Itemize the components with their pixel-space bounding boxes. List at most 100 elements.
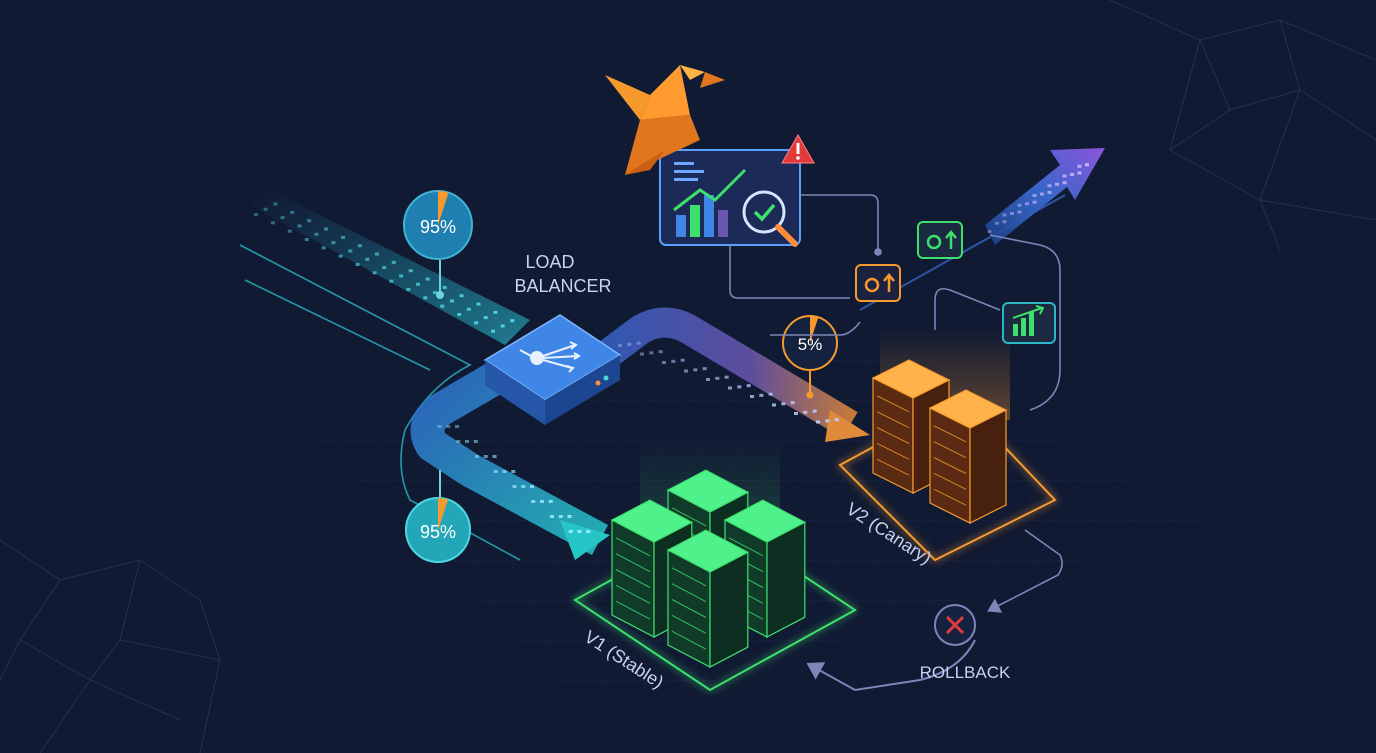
traffic-dot [493, 310, 498, 314]
traffic-dot [540, 500, 544, 503]
traffic-dot [1070, 173, 1074, 176]
traffic-dot [446, 425, 451, 428]
traffic-dot [794, 412, 798, 415]
traffic-dot [511, 470, 516, 473]
traffic-dot [530, 485, 534, 488]
traffic-dot [1017, 210, 1022, 214]
cancel-x-icon [934, 604, 976, 646]
traffic-dot [636, 341, 641, 345]
traffic-dot [680, 358, 685, 362]
traffic-dot [737, 385, 742, 389]
traffic-dot [365, 257, 370, 261]
traffic-dot [715, 376, 720, 380]
traffic-dot [577, 530, 582, 533]
traffic-dot [816, 420, 820, 424]
traffic-dot [750, 395, 754, 398]
traffic-dot [803, 410, 808, 414]
origami-bird-icon [605, 65, 725, 175]
canary-percent-label: 5% [798, 335, 823, 354]
traffic-dot [270, 221, 275, 225]
traffic-dot [1062, 174, 1067, 178]
traffic-dot [568, 530, 573, 533]
traffic-dot [640, 352, 644, 356]
v2-server-rack [871, 359, 951, 494]
corner-network-top-right [1109, 0, 1376, 251]
traffic-dot [1040, 192, 1044, 196]
traffic-dot [772, 403, 776, 407]
traffic-dot [1077, 171, 1082, 175]
load-balancer [483, 314, 622, 425]
traffic-dot [1047, 184, 1052, 188]
traffic-dot [314, 232, 319, 236]
traffic-dot [437, 425, 442, 428]
traffic-dot [357, 244, 362, 248]
traffic-dot [297, 224, 302, 228]
monitoring-connectors [729, 194, 882, 336]
traffic-dot [1085, 163, 1089, 167]
traffic-dot [759, 393, 764, 397]
canary-monitor-loops [934, 234, 1063, 613]
traffic-dot [1017, 203, 1022, 207]
load-balancer-label-line1: LOAD [525, 252, 574, 272]
v1-stable-cluster [573, 440, 857, 692]
traffic-dot [459, 294, 464, 298]
traffic-dot [1055, 182, 1059, 186]
traffic-dot [567, 515, 572, 518]
corner-network-bottom-left [0, 539, 221, 753]
traffic-dot [456, 440, 461, 443]
traffic-dot [618, 344, 622, 347]
traffic-dot [1002, 213, 1007, 217]
traffic-dot [273, 202, 278, 206]
traffic-dot [558, 515, 563, 518]
traffic-dot [391, 260, 396, 264]
traffic-dot [825, 419, 830, 423]
traffic-dot [510, 319, 515, 323]
traffic-dot [768, 392, 773, 396]
canary-percent-pin: 5% [782, 315, 838, 399]
traffic-dot [280, 216, 285, 220]
traffic-dot [1047, 191, 1052, 194]
traffic-dot [706, 378, 710, 381]
traffic-dot [372, 271, 377, 275]
v2-canary-cluster [838, 330, 1057, 562]
stable-percent-label: 95% [420, 522, 456, 542]
traffic-dot [425, 277, 430, 281]
traffic-dot [287, 229, 292, 233]
traffic-dot [812, 409, 817, 413]
traffic-dot [483, 455, 488, 458]
traffic-dot [790, 401, 795, 405]
traffic-dot [491, 329, 496, 333]
traffic-dot [374, 252, 379, 256]
ingress-percent-label: 95% [420, 217, 456, 237]
traffic-dot [548, 500, 553, 503]
traffic-dot [483, 316, 488, 320]
v1-server-rack [666, 529, 750, 668]
traffic-dot [263, 207, 268, 211]
load-balancer-label-line2: BALANCER [514, 276, 611, 296]
traffic-dot [671, 359, 676, 363]
traffic-dot [531, 500, 536, 503]
warning-triangle-icon [781, 133, 815, 164]
traffic-dot [1002, 220, 1007, 224]
traffic-dot [492, 455, 497, 458]
traffic-dot [500, 324, 505, 328]
traffic-dot [254, 213, 258, 216]
gear-up-arrow-icon-2 [917, 221, 963, 259]
traffic-dot [355, 263, 360, 266]
traffic-dot [290, 210, 295, 214]
traffic-dot [382, 266, 387, 270]
rollback-path: ROLLBACK [806, 604, 1011, 692]
traffic-dot [389, 279, 394, 283]
stable-flow-path [410, 360, 610, 560]
traffic-dot [1032, 194, 1037, 197]
canary-arrow-head [825, 410, 870, 442]
traffic-dot [321, 246, 326, 250]
traffic-dot [724, 375, 729, 379]
traffic-dot [331, 241, 336, 245]
traffic-dot [1077, 164, 1082, 168]
traffic-dot [987, 230, 992, 233]
traffic-dot [399, 274, 404, 278]
traffic-dot [408, 269, 413, 273]
traffic-dot [502, 470, 507, 473]
